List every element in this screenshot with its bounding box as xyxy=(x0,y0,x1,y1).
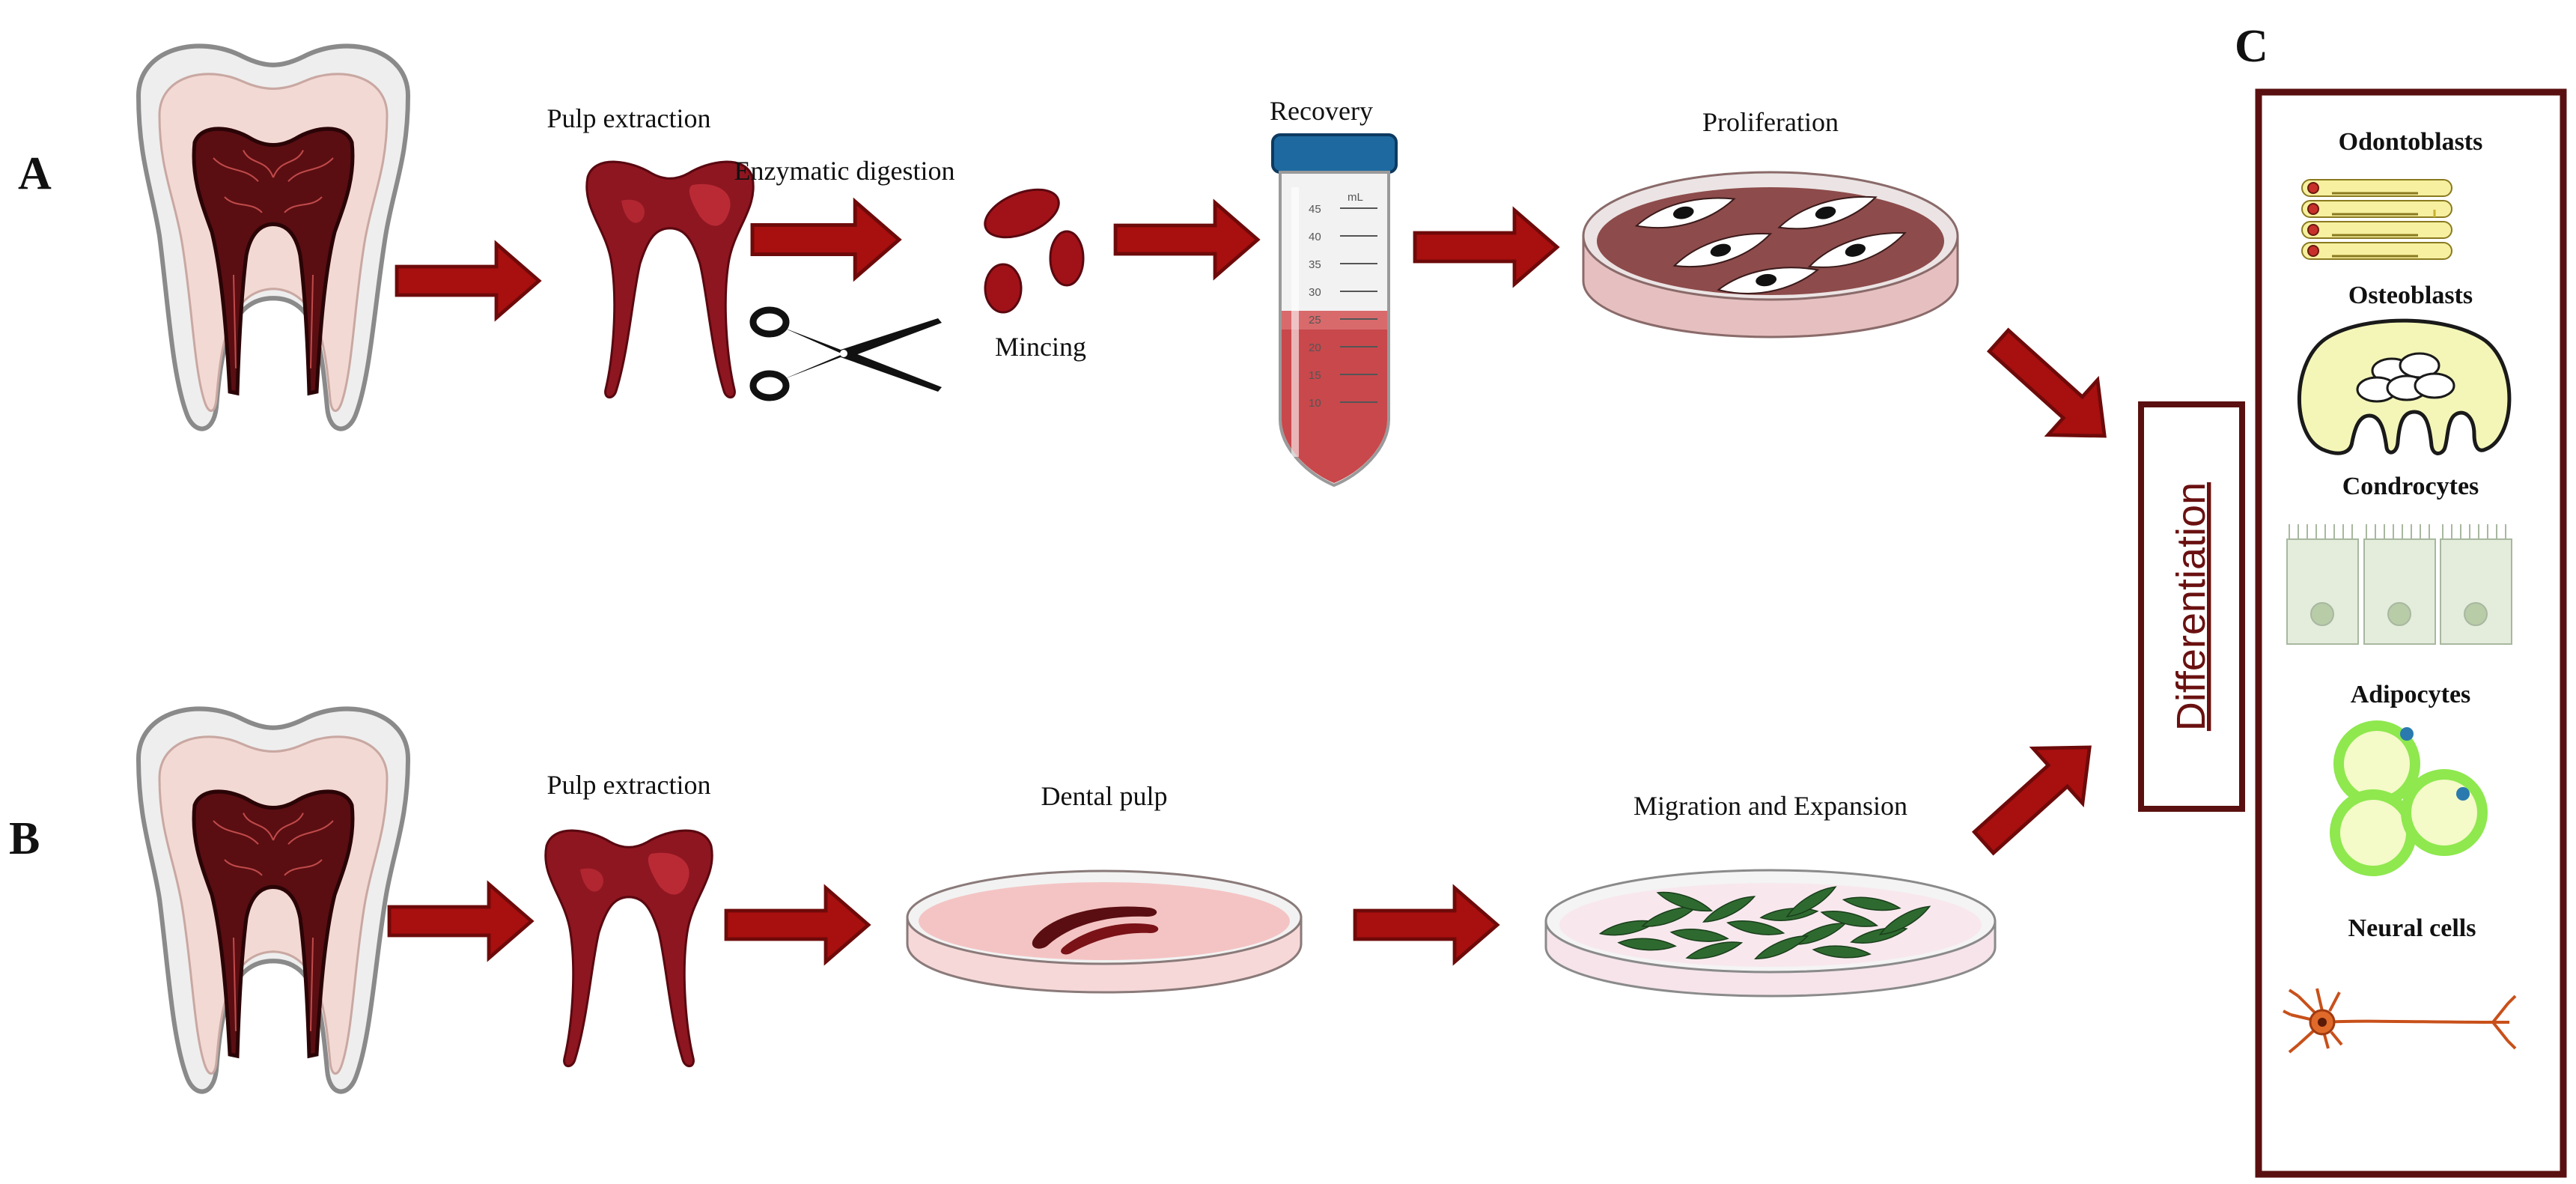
arrow-b3 xyxy=(1355,888,1497,962)
tube-grad-40: 40 xyxy=(1309,231,1321,243)
osteoblasts-icon xyxy=(2297,318,2512,455)
differentiation-box xyxy=(2138,401,2245,812)
step-proliferation: Proliferation xyxy=(1702,107,1839,137)
neural-cells-icon xyxy=(2283,988,2517,1054)
step-enzymatic-digestion: Enzymatic digestion xyxy=(734,156,955,186)
arrow-to-differentiation-a xyxy=(1974,313,2129,464)
differentiation-label: Differentiation xyxy=(2169,482,2214,731)
tube-grad-45: 45 xyxy=(1309,203,1321,216)
tube-grad-30: 30 xyxy=(1309,286,1321,299)
tube-grad-15: 15 xyxy=(1309,369,1321,382)
petri-dish-icon xyxy=(1582,171,1959,338)
tube-unit: mL xyxy=(1348,191,1363,204)
adipocytes-icon xyxy=(2330,720,2488,876)
step-pulp-extraction-a: Pulp extraction xyxy=(547,103,711,133)
centrifuge-tube-icon: mL xyxy=(1271,133,1398,488)
tooth-icon-b xyxy=(138,708,408,1091)
scissors-icon xyxy=(753,310,942,398)
step-mincing: Mincing xyxy=(995,332,1086,362)
step-recovery: Recovery xyxy=(1270,96,1373,126)
tube-grad-20: 20 xyxy=(1309,341,1321,354)
step-migration-expansion: Migration and Expansion xyxy=(1633,791,1907,821)
cell-type-osteoblasts: Osteoblasts xyxy=(2348,282,2473,309)
panel-c-label: C xyxy=(2235,21,2268,72)
step-pulp-extraction-b: Pulp extraction xyxy=(547,770,711,800)
panel-a-label: A xyxy=(18,148,52,199)
odontoblasts-icon xyxy=(2301,179,2452,260)
panel-b-label: B xyxy=(9,813,40,864)
arrow-a4 xyxy=(1415,210,1557,285)
dental-pulp-icon xyxy=(585,160,755,399)
minced-tissue xyxy=(984,188,1085,314)
petri-dish-migration xyxy=(1544,869,1997,998)
arrow-a2 xyxy=(752,201,899,278)
tube-grad-10: 10 xyxy=(1309,397,1321,410)
arrow-b1 xyxy=(389,884,532,959)
condrocytes-icon xyxy=(2286,524,2512,645)
arrow-to-differentiation-b xyxy=(1959,720,2114,870)
dental-pulp-icon-b xyxy=(544,829,713,1068)
cell-type-adipocytes: Adipocytes xyxy=(2351,681,2471,708)
arrow-a3 xyxy=(1115,203,1258,277)
tube-graduation-labels: 45 40 35 30 25 20 15 10 xyxy=(1309,203,1321,410)
cell-type-condrocytes: Condrocytes xyxy=(2342,473,2479,500)
tooth-icon xyxy=(138,46,408,428)
arrow-b2 xyxy=(726,888,868,962)
tube-grad-35: 35 xyxy=(1309,258,1321,271)
cell-type-neural-cells: Neural cells xyxy=(2348,914,2476,942)
cell-type-odontoblasts: Odontoblasts xyxy=(2339,128,2483,156)
tube-grad-25: 25 xyxy=(1309,314,1321,327)
step-dental-pulp: Dental pulp xyxy=(1041,781,1168,811)
arrow-a1 xyxy=(397,244,539,318)
petri-dish-pulp xyxy=(906,869,1303,994)
